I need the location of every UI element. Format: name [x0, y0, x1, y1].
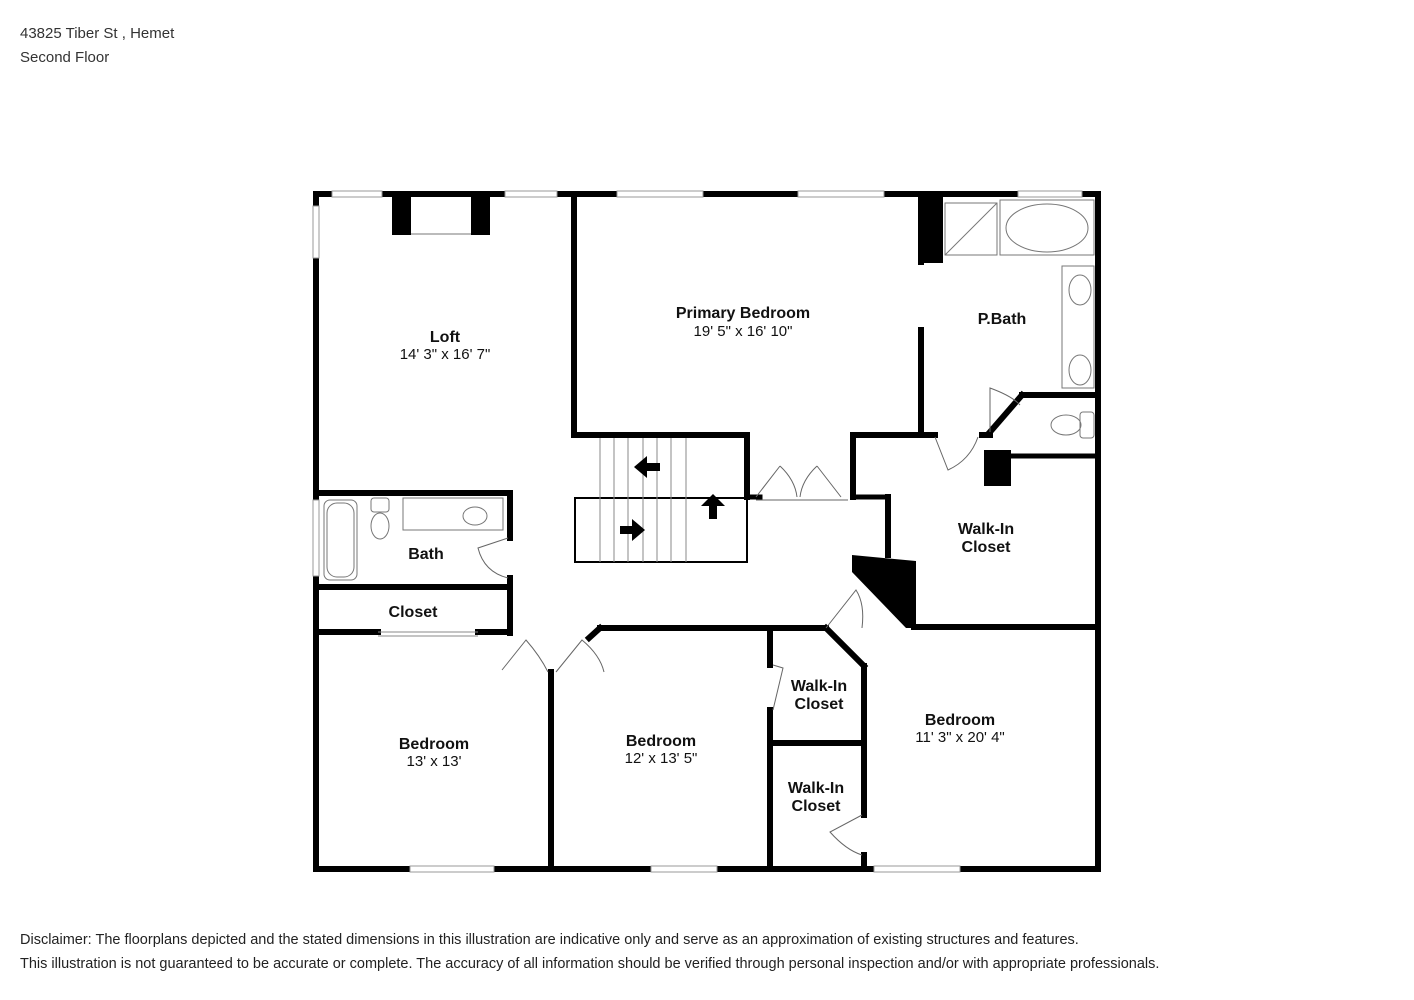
bath-name: Bath	[408, 546, 444, 563]
loft-name: Loft	[430, 329, 461, 346]
primary-bedroom-name: Primary Bedroom	[676, 305, 810, 322]
closet-name: Closet	[389, 604, 439, 621]
stair-arrows	[620, 456, 725, 541]
stairs	[574, 438, 748, 563]
bedroom-middle-name: Bedroom	[626, 733, 696, 750]
loft-dims: 14' 3" x 16' 7"	[400, 346, 491, 363]
disclaimer: Disclaimer: The floorplans depicted and …	[20, 928, 1159, 976]
walkin-closet-mid-upper-line2: Closet	[795, 696, 845, 713]
p-bath-name: P.Bath	[978, 311, 1027, 328]
bedroom-left-name: Bedroom	[399, 736, 469, 753]
walkin-closet-mid-upper-line1: Walk-In	[791, 678, 847, 695]
doors	[378, 387, 1021, 856]
walkin-closet-primary-line2: Closet	[962, 539, 1012, 556]
disclaimer-line-1: Disclaimer: The floorplans depicted and …	[20, 932, 1079, 948]
disclaimer-line-2: This illustration is not guaranteed to b…	[20, 956, 1160, 972]
address: 43825 Tiber St , Hemet	[20, 25, 175, 42]
fixtures	[323, 199, 1095, 581]
bedroom-middle-dims: 12' x 13' 5"	[625, 750, 698, 767]
solid-columns	[392, 197, 1011, 628]
header: 43825 Tiber St , Hemet Second Floor	[20, 22, 174, 70]
bedroom-right-dims: 11' 3" x 20' 4"	[915, 729, 1005, 746]
bedroom-right-name: Bedroom	[925, 712, 995, 729]
walkin-closet-mid-lower-line1: Walk-In	[788, 780, 844, 797]
primary-bedroom-dims: 19' 5" x 16' 10"	[694, 323, 793, 340]
walkin-closet-primary-line1: Walk-In	[958, 521, 1014, 538]
windows	[312, 190, 1083, 873]
walkin-closet-mid-lower-line2: Closet	[792, 798, 842, 815]
room-labels: Loft 14' 3" x 16' 7" Primary Bedroom 19'…	[389, 305, 1027, 815]
floor-name: Second Floor	[20, 49, 110, 66]
bedroom-left-dims: 13' x 13'	[407, 753, 462, 770]
